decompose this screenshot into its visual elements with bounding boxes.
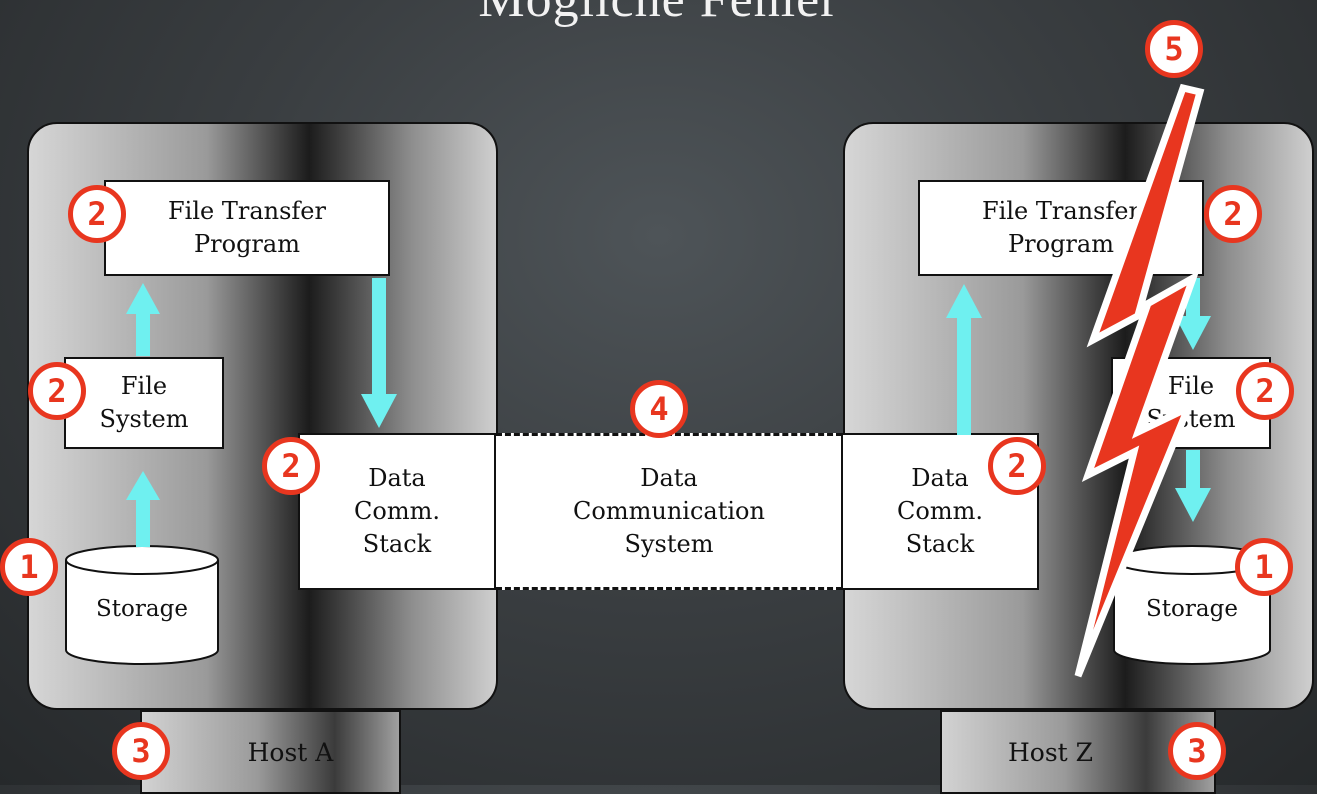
host-a-file-transfer-program: File Transfer Program	[104, 180, 390, 276]
badge-failure: 5	[1145, 20, 1203, 78]
arrow-fs-to-ftp-a	[126, 283, 160, 356]
badge-ftp-a: 2	[68, 185, 126, 243]
host-z-base: Host Z	[940, 710, 1216, 794]
host-a-base: Host A	[140, 710, 401, 794]
host-a-storage-label: Storage	[96, 596, 188, 622]
host-a-file-system: File System	[64, 357, 224, 449]
host-a-storage-cylinder	[65, 545, 219, 665]
badge-ftp-z: 2	[1204, 185, 1262, 243]
host-z-storage-label: Storage	[1146, 596, 1238, 622]
badge-fs-a: 2	[28, 362, 86, 420]
badge-host-a: 3	[112, 722, 170, 780]
lightning-bolt-icon	[1074, 83, 1205, 678]
host-a-label: Host A	[247, 737, 334, 767]
badge-fs-z: 2	[1236, 362, 1294, 420]
badge-storage-z: 1	[1235, 538, 1293, 596]
arrow-storage-to-fs-a	[126, 471, 160, 547]
badge-host-z: 3	[1168, 722, 1226, 780]
arrow-ftp-to-dcs-a	[361, 278, 397, 428]
arrow-dcs-to-ftp-z	[946, 284, 982, 435]
slide-title: Mögliche Fehler	[0, 0, 1317, 29]
badge-network: 4	[630, 380, 688, 438]
host-z-label: Host Z	[1007, 737, 1094, 767]
badge-storage-a: 1	[0, 538, 58, 596]
arrow-fs-to-storage-z	[1175, 450, 1211, 522]
badge-dcs-z: 2	[988, 437, 1046, 495]
badge-dcs-a: 2	[262, 437, 320, 495]
host-a-data-comm-stack: Data Comm. Stack	[298, 433, 496, 590]
data-communication-system: Data Communication System	[496, 433, 842, 590]
